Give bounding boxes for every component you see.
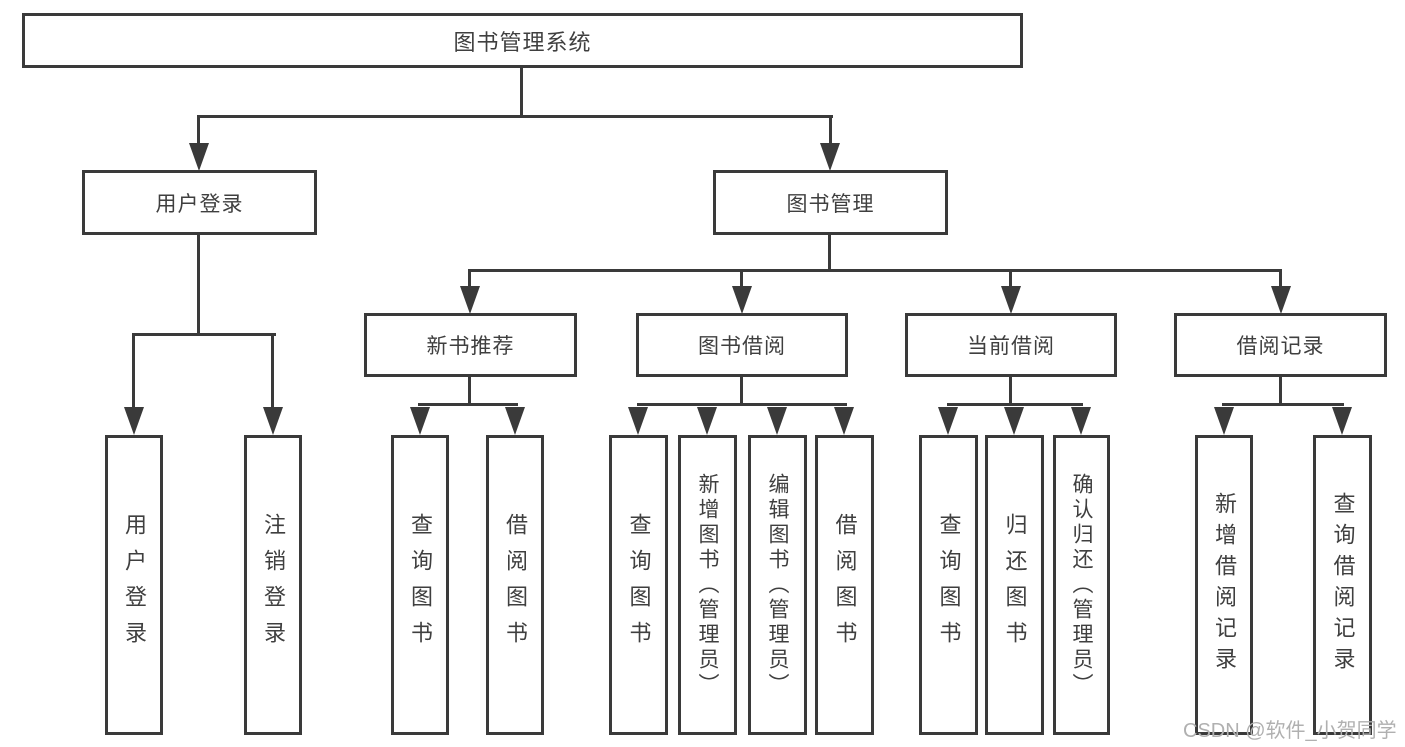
leaf-user-login: 用户登录 bbox=[105, 435, 163, 735]
node-book-management: 图书管理 bbox=[713, 170, 948, 235]
leaf-borrow-borrow: 借阅图书 bbox=[815, 435, 874, 735]
arrow-down-icon bbox=[834, 407, 854, 435]
connector-line bbox=[271, 333, 274, 410]
leaf-borrow-edit-admin: 编辑图书（管理员） bbox=[748, 435, 807, 735]
leaf-newbook-query: 查询图书 bbox=[391, 435, 449, 735]
arrow-down-icon bbox=[1001, 286, 1021, 314]
connector-line bbox=[1279, 269, 1282, 289]
connector-line bbox=[947, 403, 1083, 406]
arrow-down-icon bbox=[732, 286, 752, 314]
connector-line bbox=[1009, 376, 1012, 406]
leaf-newbook-borrow: 借阅图书 bbox=[486, 435, 544, 735]
leaf-logout: 注销登录 bbox=[244, 435, 302, 735]
arrow-down-icon bbox=[410, 407, 430, 435]
connector-line bbox=[468, 376, 471, 406]
leaf-borrow-add-admin: 新增图书（管理员） bbox=[678, 435, 737, 735]
leaf-borrow-query: 查询图书 bbox=[609, 435, 668, 735]
node-borrow-records: 借阅记录 bbox=[1174, 313, 1387, 377]
arrow-down-icon bbox=[124, 407, 144, 435]
node-user-login: 用户登录 bbox=[82, 170, 317, 235]
connector-line bbox=[197, 234, 200, 336]
arrow-down-icon bbox=[263, 407, 283, 435]
connector-line bbox=[1222, 403, 1344, 406]
arrow-down-icon bbox=[189, 143, 209, 171]
leaf-records-add: 新增借阅记录 bbox=[1195, 435, 1253, 735]
connector-line bbox=[740, 376, 743, 406]
connector-line bbox=[468, 269, 471, 289]
node-book-borrow: 图书借阅 bbox=[636, 313, 848, 377]
connector-line bbox=[1009, 269, 1012, 289]
connector-line bbox=[418, 403, 518, 406]
connector-line bbox=[132, 333, 135, 410]
connector-line bbox=[740, 269, 743, 289]
node-new-book-recommend: 新书推荐 bbox=[364, 313, 577, 377]
connector-line bbox=[197, 115, 833, 118]
arrow-down-icon bbox=[1004, 407, 1024, 435]
connector-line bbox=[828, 234, 831, 272]
connector-line bbox=[637, 403, 847, 406]
arrow-down-icon bbox=[697, 407, 717, 435]
connector-line bbox=[132, 333, 276, 336]
leaf-records-query: 查询借阅记录 bbox=[1313, 435, 1372, 735]
connector-line bbox=[1279, 376, 1282, 406]
arrow-down-icon bbox=[1214, 407, 1234, 435]
arrow-down-icon bbox=[767, 407, 787, 435]
arrow-down-icon bbox=[820, 143, 840, 171]
leaf-current-confirm-admin: 确认归还（管理员） bbox=[1053, 435, 1110, 735]
arrow-down-icon bbox=[938, 407, 958, 435]
connector-line bbox=[520, 68, 523, 118]
arrow-down-icon bbox=[1271, 286, 1291, 314]
arrow-down-icon bbox=[628, 407, 648, 435]
arrow-down-icon bbox=[505, 407, 525, 435]
leaf-current-return: 归还图书 bbox=[985, 435, 1044, 735]
arrow-down-icon bbox=[460, 286, 480, 314]
arrow-down-icon bbox=[1332, 407, 1352, 435]
connector-line bbox=[197, 115, 200, 145]
csdn-watermark: CSDN @软件_小贺同学 bbox=[1183, 720, 1397, 742]
node-root: 图书管理系统 bbox=[22, 13, 1023, 68]
connector-line bbox=[829, 115, 832, 145]
arrow-down-icon bbox=[1071, 407, 1091, 435]
leaf-current-query: 查询图书 bbox=[919, 435, 978, 735]
connector-line bbox=[468, 269, 1282, 272]
node-current-borrow: 当前借阅 bbox=[905, 313, 1117, 377]
